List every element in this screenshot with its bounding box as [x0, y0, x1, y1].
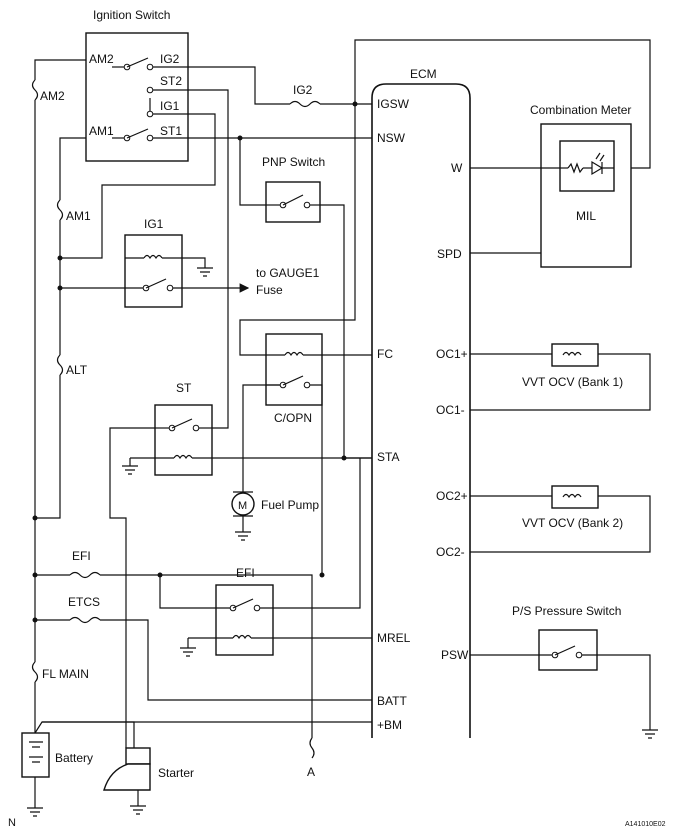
ps-pressure-switch-box: [538, 629, 598, 671]
term-st2-label: ST2: [160, 74, 182, 88]
battery-box: [21, 732, 50, 778]
relay-copn-internals: [239, 104, 372, 575]
gauge-label-line1: to GAUGE1: [256, 266, 320, 280]
term-st1-label: ST1: [160, 124, 182, 138]
ignition-switch-box: [85, 32, 189, 162]
mil-lamp-box: [559, 140, 615, 192]
battery-cells: [27, 741, 43, 817]
pin-w-label: W: [451, 161, 463, 175]
relay-st-internals: [109, 418, 372, 748]
combination-meter-label: Combination Meter: [530, 103, 631, 117]
term-ig2-label: IG2: [160, 52, 180, 66]
ig2-wiring: [188, 39, 651, 169]
mil-label: MIL: [576, 209, 596, 223]
pin-spd-label: SPD: [437, 247, 462, 261]
starter-solenoid: [125, 747, 151, 765]
ignition-contacts: [112, 57, 188, 142]
relay-st-label: ST: [176, 381, 192, 395]
pin-nsw-label: NSW: [377, 131, 406, 145]
pin-sta-label: STA: [377, 450, 399, 464]
pin-igsw-label: IGSW: [377, 97, 410, 111]
vvt-ocv-bank1: [470, 343, 651, 411]
relay-copn-label: C/OPN: [274, 411, 312, 425]
vvt-ocv-bank2: [470, 485, 651, 553]
relay-st-box: [154, 404, 213, 476]
fuse-efi-label: EFI: [72, 549, 91, 563]
fuse-etcs-label: ETCS: [68, 595, 100, 609]
term-ig1-label: IG1: [160, 99, 180, 113]
relay-ig1-internals: [125, 254, 250, 293]
pnp-contact: [266, 194, 320, 209]
relay-efi-label: EFI: [236, 566, 255, 580]
starter-motor: [103, 763, 151, 791]
power-bus-wiring: [31, 59, 372, 748]
vvt-ocv-bank1-label: VVT OCV (Bank 1): [522, 375, 623, 389]
relay-efi-internals: [159, 458, 372, 657]
ecm-label: ECM: [410, 67, 437, 81]
fuel-pump-motor: [231, 492, 255, 516]
ref-n-label: N: [8, 817, 16, 829]
gauge-label-line2: Fuse: [256, 283, 283, 297]
pnp-switch-label: PNP Switch: [262, 155, 325, 169]
fuel-pump-label: Fuel Pump: [261, 498, 319, 512]
fuse-am1-label: AM1: [66, 209, 91, 223]
relay-ig1-label: IG1: [144, 217, 164, 231]
fuse-am2-label: AM2: [40, 89, 65, 103]
pin-oc2p-label: OC2+: [436, 489, 468, 503]
motor-m-label: M: [238, 500, 247, 512]
relay-efi-box: [215, 584, 274, 656]
pnp-switch-box: [265, 181, 321, 223]
ps-pressure-switch-label: P/S Pressure Switch: [512, 604, 621, 618]
starter-label: Starter: [158, 766, 194, 780]
pin-psw-label: PSW: [441, 648, 469, 662]
pin-bm-label: +BM: [377, 718, 402, 732]
ecm-block: [371, 83, 471, 738]
pin-fc-label: FC: [377, 347, 393, 361]
battery-label: Battery: [55, 751, 93, 765]
relay-copn-box: [265, 333, 323, 406]
diagram-code: A141010E02: [625, 821, 666, 828]
relay-ig1-box: [124, 234, 183, 308]
fuse-ig2-label: IG2: [293, 83, 313, 97]
ps-pressure-switch-internals: [470, 645, 658, 739]
pin-batt-label: BATT: [377, 694, 407, 708]
ref-a-label: A: [307, 765, 315, 779]
fuse-alt-label: ALT: [66, 363, 88, 377]
pin-oc1m-label: OC1-: [436, 403, 465, 417]
term-am2-label: AM2: [89, 52, 114, 66]
term-am1-label: AM1: [89, 124, 114, 138]
vvt-ocv-bank2-label: VVT OCV (Bank 2): [522, 516, 623, 530]
mil-led-icon: [560, 152, 614, 176]
pin-oc2m-label: OC2-: [436, 545, 465, 559]
fuse-fl-main-label: FL MAIN: [42, 667, 89, 681]
pin-mrel-label: MREL: [377, 631, 411, 645]
ignition-switch-title: Ignition Switch: [93, 8, 170, 22]
pin-oc1p-label: OC1+: [436, 347, 468, 361]
